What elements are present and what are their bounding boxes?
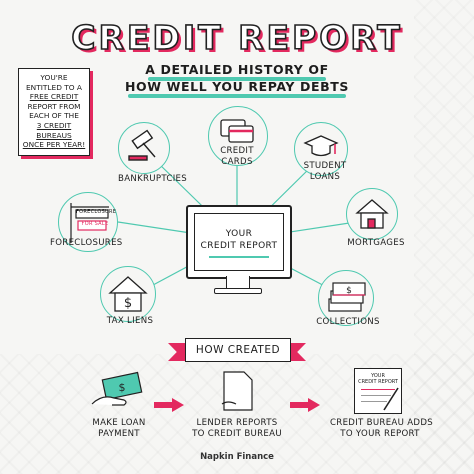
house-icon (355, 199, 389, 229)
note-line: YOU'RE (40, 73, 68, 82)
how-created-banner: HOW CREATED (185, 338, 291, 362)
document-title-line: CREDIT REPORT (358, 379, 398, 385)
arrow-right-icon (290, 398, 320, 412)
student-loans-label-line: LOANS (309, 171, 341, 182)
foreclosure-sign-text: FORECLOSURE (76, 209, 117, 215)
svg-text:$: $ (119, 381, 126, 394)
subtitle-line-2: HOW WELL YOU REPAY DEBTS (124, 79, 349, 94)
step-3-line: TO YOUR REPORT (340, 428, 420, 439)
mortgages-node (346, 188, 398, 240)
note-line: BUREAUS (36, 130, 72, 140)
document-line (361, 401, 387, 402)
student-loans-label: STUDENT LOANS (300, 161, 350, 182)
bankruptcies-label: BANKRUPTCIES (118, 174, 188, 184)
tax-liens-label: TAX LIENS (106, 316, 154, 326)
step-2-line: LENDER REPORTS (196, 418, 278, 428)
document-title: YOUR CREDIT REPORT (355, 373, 401, 385)
subtitle-underline-1 (148, 77, 326, 81)
note-line: EACH OF THE (29, 111, 79, 121)
center-line-1: YOUR (225, 229, 253, 239)
for-sale-sign-text: FOR SALE (81, 221, 109, 227)
monitor-base (214, 288, 262, 294)
foreclosure-sign-icon (70, 203, 109, 243)
note-line: ENTITLED TO A (26, 82, 82, 92)
credit-report-document-icon: YOUR CREDIT REPORT (354, 368, 402, 414)
collections-label: COLLECTIONS (316, 317, 380, 327)
step-1-line: MAKE LOAN (92, 418, 146, 428)
credit-cards-label-line: CREDIT (220, 146, 254, 156)
screen-underline (209, 256, 269, 258)
money-stack-icon: $ (328, 282, 366, 312)
collections-node: $ (318, 270, 374, 326)
brand-footer: Napkin Finance (200, 452, 274, 462)
gavel-icon (128, 129, 156, 161)
document-line (361, 389, 395, 390)
subtitle-underline-2 (128, 94, 346, 98)
student-loans-label-line: STUDENT (303, 161, 347, 171)
svg-text:$: $ (346, 286, 352, 296)
hand-money-icon: $ (91, 371, 143, 406)
note-line: 3 CREDIT (36, 120, 72, 130)
free-report-note: YOU'RE ENTITLED TO A FREE CREDIT REPORT … (18, 68, 90, 156)
foreclosures-node (58, 192, 118, 252)
note-line: REPORT FROM (27, 101, 81, 111)
credit-cards-icon (220, 119, 254, 143)
graduation-cap-icon (303, 135, 339, 157)
mortgages-label: MORTGAGES (347, 238, 405, 248)
step-3-line: CREDIT BUREAU ADDS (330, 418, 433, 428)
credit-cards-label: CREDIT CARDS (212, 146, 262, 167)
page-title: CREDIT REPORT (70, 17, 403, 58)
note-line: ONCE PER YEAR! (22, 140, 86, 150)
banner-ribbon-left (168, 343, 190, 361)
document-title-line: YOUR (371, 373, 385, 379)
subtitle-line-1: A DETAILED HISTORY OF (145, 62, 329, 77)
bankruptcies-node (118, 122, 170, 174)
monitor-icon: YOUR CREDIT REPORT (186, 205, 292, 279)
center-line-2: CREDIT REPORT (200, 241, 278, 251)
napkin-texture-side (414, 0, 474, 474)
foreclosures-label: FORECLOSURES (50, 238, 123, 248)
pen-hand-icon (383, 387, 399, 411)
credit-cards-node (208, 106, 268, 166)
svg-text:$: $ (124, 296, 132, 311)
report-paper-icon (221, 371, 253, 411)
step-1-line: PAYMENT (98, 428, 140, 439)
step-2-line: TO CREDIT BUREAU (192, 428, 282, 439)
note-line: FREE CREDIT (29, 92, 79, 102)
dollar-house-icon: $ (108, 276, 148, 312)
step-3-label: CREDIT BUREAU ADDS TO YOUR REPORT (330, 418, 433, 439)
tax-liens-node: $ (100, 266, 156, 322)
arrow-right-icon (154, 398, 184, 412)
student-loans-node (294, 122, 348, 176)
step-2-label: LENDER REPORTS TO CREDIT BUREAU (192, 418, 282, 439)
monitor-screen: YOUR CREDIT REPORT (194, 213, 284, 271)
step-1-label: MAKE LOAN PAYMENT (84, 418, 154, 439)
document-line (361, 395, 391, 396)
credit-cards-label-line: CARDS (221, 156, 253, 167)
